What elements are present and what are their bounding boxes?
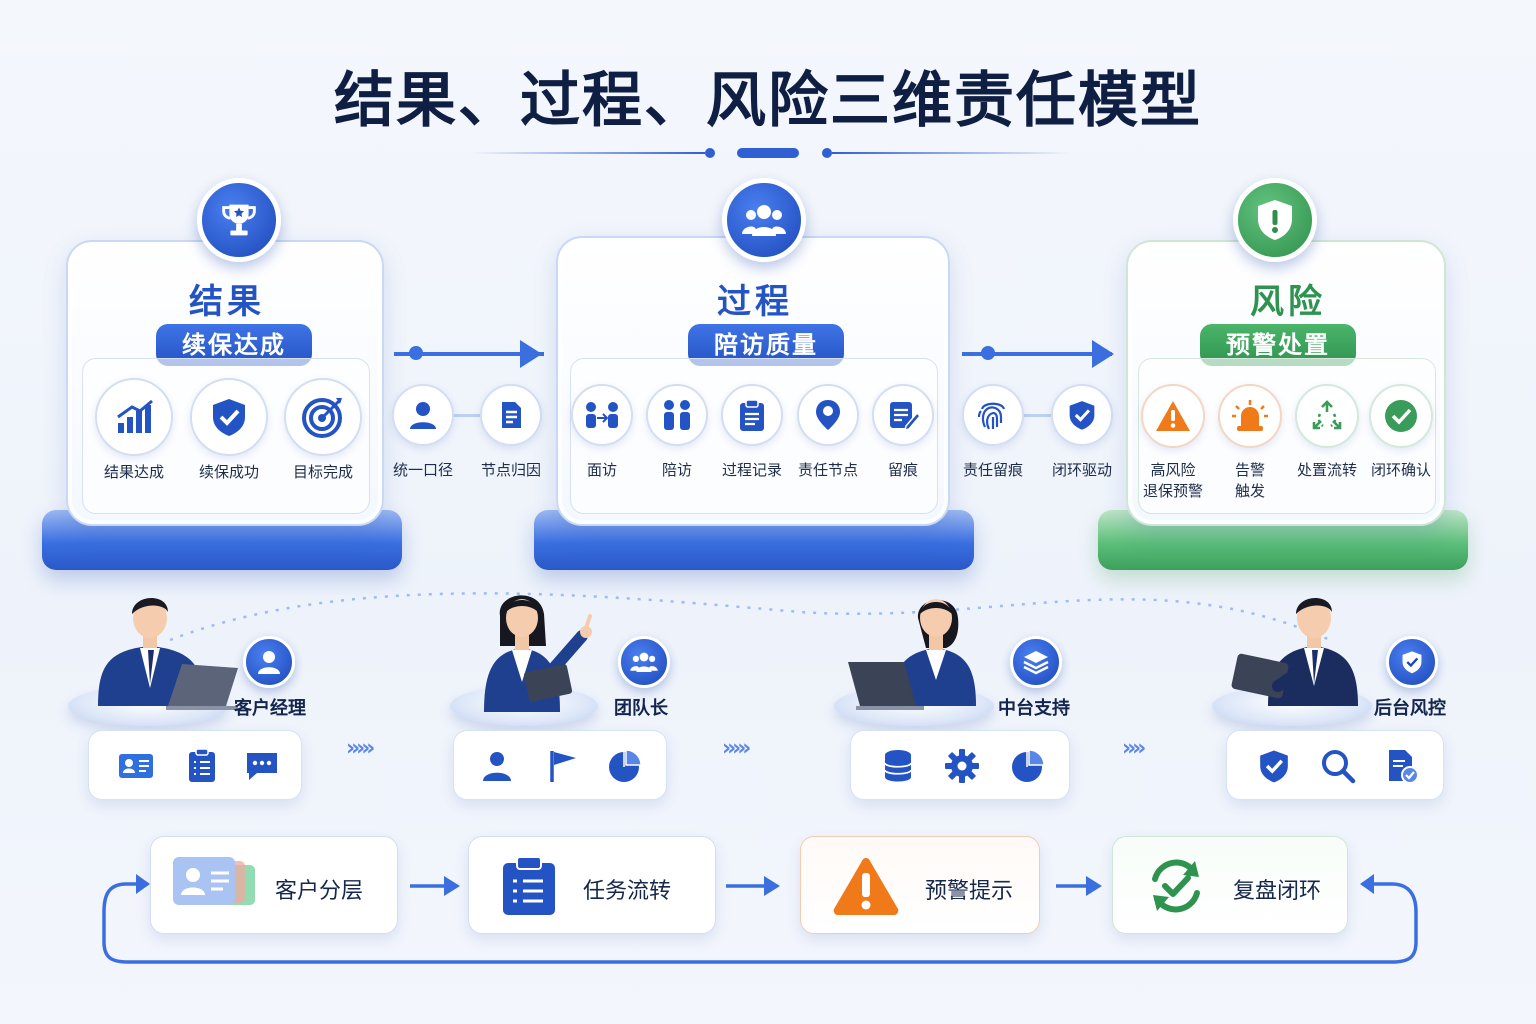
warning-icon <box>1141 384 1205 448</box>
chat-bubble-icon <box>247 753 277 780</box>
team-icon <box>722 178 806 262</box>
checklist-icon <box>189 748 215 782</box>
item-label: 过程记录 <box>721 461 782 479</box>
chevron-right-icon: ››››› <box>722 736 751 761</box>
pillar-result-title: 结果 <box>189 282 265 322</box>
support-staff-figure <box>848 599 976 710</box>
user-icon <box>392 384 454 446</box>
role-name: 后台风控 <box>1374 698 1446 719</box>
document-icon <box>480 384 542 446</box>
connector-arrow-1 <box>394 352 544 356</box>
edit-note-icon <box>872 384 934 446</box>
team-leader-figure <box>484 595 592 712</box>
document-check-icon <box>1389 750 1419 784</box>
title-divider-dot <box>705 148 715 158</box>
item-label: 陪访 <box>661 461 692 479</box>
support-tools <box>850 730 1070 800</box>
role-name: 客户经理 <box>234 698 306 719</box>
connector-label: 责任留痕 <box>962 461 1023 479</box>
warning-icon <box>833 858 899 915</box>
shield-check-icon <box>1260 750 1288 783</box>
shield-check-icon <box>1386 636 1438 688</box>
pie-chart-icon <box>609 749 642 782</box>
pie-chart-icon <box>1012 749 1045 782</box>
customer-card-icon <box>173 857 255 905</box>
title-divider-dot <box>822 148 832 158</box>
fingerprint-icon <box>962 384 1024 446</box>
target-icon <box>284 378 362 456</box>
pillar-process-title: 过程 <box>717 282 793 322</box>
title-divider-bar <box>737 148 799 158</box>
page-title: 结果、过程、风险三维责任模型 <box>334 66 1202 136</box>
item-label: 目标完成 <box>292 463 353 481</box>
clipboard-icon <box>721 384 783 446</box>
title-divider-left <box>470 152 705 154</box>
connector-line <box>1022 414 1052 417</box>
item-label: 续保成功 <box>198 463 259 481</box>
connector-line <box>452 414 482 417</box>
person-icon <box>483 752 511 781</box>
connector-arrowhead-1 <box>520 340 542 368</box>
shield-alert-icon <box>1233 178 1317 262</box>
flow-step-customer-segmentation: 客户分层 <box>150 836 398 934</box>
item-label: 留痕 <box>887 461 918 479</box>
check-circle-icon <box>1369 384 1433 448</box>
pillar-risk-title: 风险 <box>1250 282 1326 322</box>
database-icon <box>884 750 912 782</box>
connector-arrow-2 <box>962 352 1112 356</box>
item-label: 处置流转 <box>1296 461 1357 479</box>
role-name: 中台支持 <box>998 698 1070 719</box>
recycle-flow-icon <box>1295 384 1359 448</box>
item-label: 告警 触发 <box>1234 461 1265 500</box>
connector-label: 统一口径 <box>392 461 453 479</box>
team-icon <box>618 636 670 688</box>
layers-icon <box>1010 636 1062 688</box>
id-card-icon <box>119 754 153 778</box>
flow-step-label: 任务流转 <box>583 879 672 904</box>
flow-step-label: 预警提示 <box>925 879 1014 904</box>
item-label: 结果达成 <box>103 463 164 481</box>
gear-icon <box>945 749 979 783</box>
flag-icon <box>550 751 576 782</box>
chevron-right-icon: ››››› <box>346 736 375 761</box>
alarm-siren-icon <box>1218 384 1282 448</box>
client-manager-figure <box>98 597 238 710</box>
flow-step-warning-alert: 预警提示 <box>800 836 1040 934</box>
risk-control-tools <box>1226 730 1444 800</box>
item-label: 责任节点 <box>797 461 858 479</box>
refresh-check-icon <box>1152 859 1200 913</box>
connector-arrowhead-2 <box>1092 340 1114 368</box>
connector-label: 节点归因 <box>480 461 541 479</box>
client-manager-tools <box>88 730 302 800</box>
task-list-icon <box>503 856 555 915</box>
flow-step-label: 客户分层 <box>275 879 364 904</box>
flow-step-review-loop: 复盘闭环 <box>1112 836 1348 934</box>
accompany-icon <box>646 384 708 446</box>
role-name: 团队长 <box>614 698 668 719</box>
item-label: 闭环确认 <box>1370 461 1431 479</box>
flow-step-label: 复盘闭环 <box>1233 879 1322 904</box>
connector-label: 闭环驱动 <box>1051 461 1112 479</box>
item-label: 面访 <box>586 461 617 479</box>
search-icon <box>1322 750 1356 784</box>
shield-check-icon <box>1051 384 1113 446</box>
item-label: 高风险 退保预警 <box>1142 461 1203 500</box>
bar-chart-icon <box>95 378 173 456</box>
team-leader-tools <box>453 730 667 800</box>
connector-dot <box>981 346 995 360</box>
trophy-icon <box>197 178 281 262</box>
meeting-icon <box>571 384 633 446</box>
title-divider-right <box>832 152 1072 154</box>
risk-officer-figure <box>1231 597 1358 706</box>
connector-dot <box>409 346 423 360</box>
pillar-risk-card: 风险 预警处置 <box>1126 240 1446 526</box>
flow-step-task-circulation: 任务流转 <box>468 836 716 934</box>
user-circle-icon <box>243 636 295 688</box>
location-pin-icon <box>797 384 859 446</box>
shield-check-icon <box>190 378 268 456</box>
